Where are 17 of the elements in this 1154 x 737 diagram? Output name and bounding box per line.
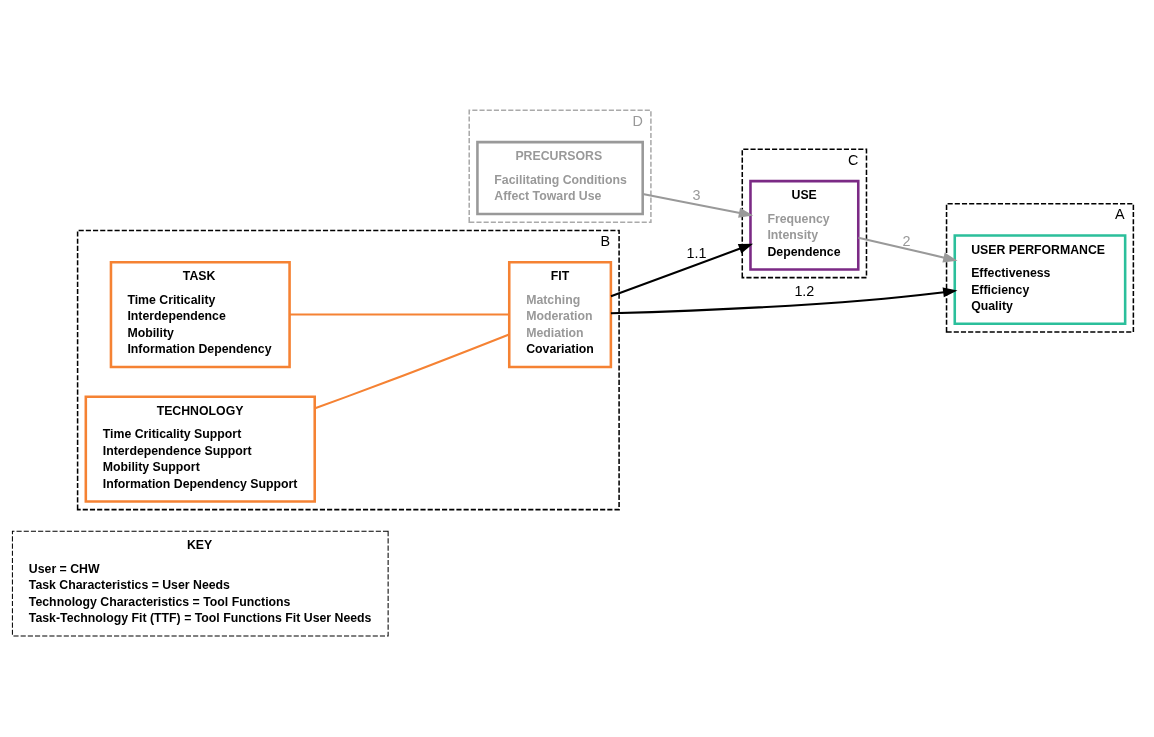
node-box: KEY User = CHW Task Characteristics = User Needs Technology Characteristics = Tool Functions Task-Technology Fit (TTF) = Tool Functions Fit User Needs (11, 530, 389, 636)
edge-label: 1.1 (686, 244, 707, 261)
node-box: USER PERFORMANCE Effectiveness Efficiency Quality (953, 233, 1127, 325)
node-box: TECHNOLOGY Time Criticality Support Interdependence Support Mobility Support Information Dependency Support (84, 394, 316, 503)
arrow (610, 286, 958, 314)
arrow (642, 192, 754, 218)
connector (289, 313, 510, 316)
connector (314, 333, 510, 409)
node-box: PRECURSORS Facilitating Conditions Affect Toward Use (476, 140, 644, 215)
node-box: FIT Matching Moderation Mediation Covariation (507, 260, 613, 368)
arrow (858, 236, 958, 262)
edge-label: 2 (902, 232, 911, 249)
edge-label: 1.2 (794, 282, 815, 299)
edge-label: 3 (692, 186, 701, 203)
arrow (610, 243, 754, 297)
node-box: USE Frequency Intensity Dependence (749, 179, 860, 271)
node-box: TASK Time Criticality Interdependence Mobility Information Dependency (109, 260, 291, 368)
